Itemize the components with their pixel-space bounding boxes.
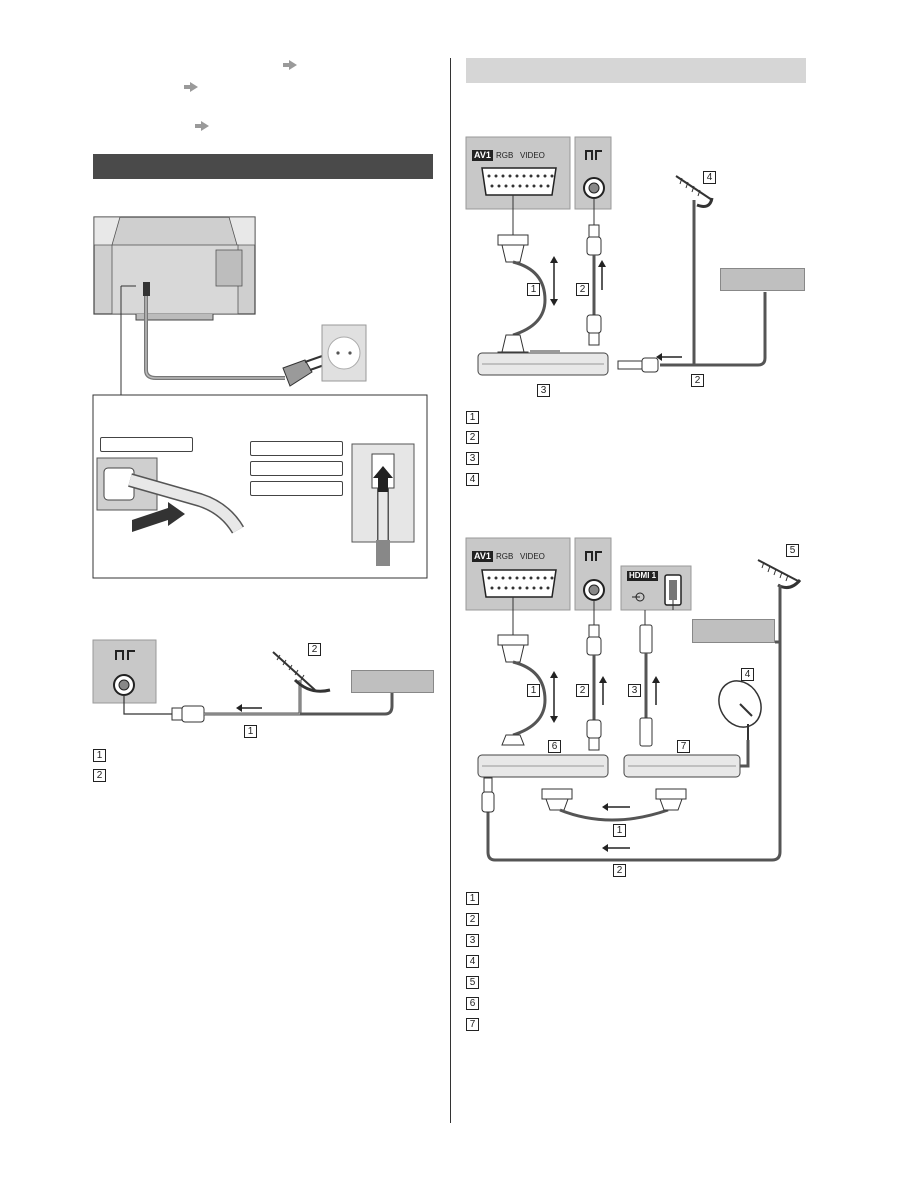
legend-marker-1: 1 <box>466 411 479 424</box>
recorder-device <box>477 350 609 376</box>
av1-label: AV1 <box>472 150 493 161</box>
callout-2: 2 <box>691 374 704 387</box>
legend-marker-2: 2 <box>466 913 479 926</box>
callout-5: 5 <box>786 544 799 557</box>
callout-1: 1 <box>244 725 257 738</box>
video-label: VIDEO <box>520 552 545 561</box>
callout-3: 3 <box>537 384 550 397</box>
legend-marker-1: 1 <box>466 892 479 905</box>
inset-label-box <box>250 461 343 476</box>
reference-arrow-icon <box>195 121 209 131</box>
section-heading-bar-mains <box>93 154 433 179</box>
rgb-label: RGB <box>496 151 514 160</box>
rf-panel-bottom <box>574 537 612 611</box>
aerial-icon <box>272 651 331 693</box>
inset-label-box <box>250 481 343 496</box>
legend-marker-4: 4 <box>466 473 479 486</box>
callout-3: 3 <box>628 684 641 697</box>
video-label: VIDEO <box>520 151 545 160</box>
legend-marker-3: 3 <box>466 452 479 465</box>
scart-panel-bottom <box>465 537 571 611</box>
inset-label-box <box>250 441 343 456</box>
legend-marker-5: 5 <box>466 976 479 989</box>
callout-2: 2 <box>308 643 321 656</box>
cable-box-label <box>720 268 805 291</box>
column-divider <box>450 58 451 1123</box>
ac-inlet-illustration <box>96 457 245 534</box>
legend-marker-2: 2 <box>466 431 479 444</box>
cable-box-label <box>692 619 775 643</box>
cable-box-label <box>351 670 434 693</box>
legend-marker-1: 1 <box>93 749 106 762</box>
legend-marker-7: 7 <box>466 1018 479 1031</box>
aerial-icon <box>675 175 714 208</box>
callout-2: 2 <box>576 684 589 697</box>
callout-4: 4 <box>703 171 716 184</box>
aerial-icon <box>757 559 802 590</box>
callout-1: 1 <box>613 824 626 837</box>
set-top-box-device <box>623 754 741 778</box>
callout-4: 4 <box>741 668 754 681</box>
callout-7: 7 <box>677 740 690 753</box>
legend-marker-6: 6 <box>466 997 479 1010</box>
inset-label-box <box>100 437 193 452</box>
reference-arrow-icon <box>283 60 297 70</box>
satellite-dish-icon <box>718 680 762 740</box>
legend-marker-2: 2 <box>93 769 106 782</box>
legend-marker-4: 4 <box>466 955 479 968</box>
hdmi1-label: HDMI 1 <box>627 571 659 581</box>
aerial-terminal-panel <box>92 639 157 704</box>
scart-panel-top <box>465 136 571 210</box>
mains-socket-icon <box>321 324 367 382</box>
callout-6: 6 <box>548 740 561 753</box>
callout-1: 1 <box>527 684 540 697</box>
av1-label: AV1 <box>472 551 493 562</box>
rgb-label: RGB <box>496 552 514 561</box>
legend-marker-3: 3 <box>466 934 479 947</box>
section-heading-bar-connections <box>466 58 806 83</box>
reference-arrow-icon <box>184 82 198 92</box>
callout-2: 2 <box>576 283 589 296</box>
callout-2: 2 <box>613 864 626 877</box>
rf-panel-top <box>574 136 612 210</box>
tv-rear-illustration <box>93 216 256 321</box>
inlet-insert-illustration <box>351 443 415 566</box>
recorder-device <box>477 754 609 778</box>
callout-1: 1 <box>527 283 540 296</box>
